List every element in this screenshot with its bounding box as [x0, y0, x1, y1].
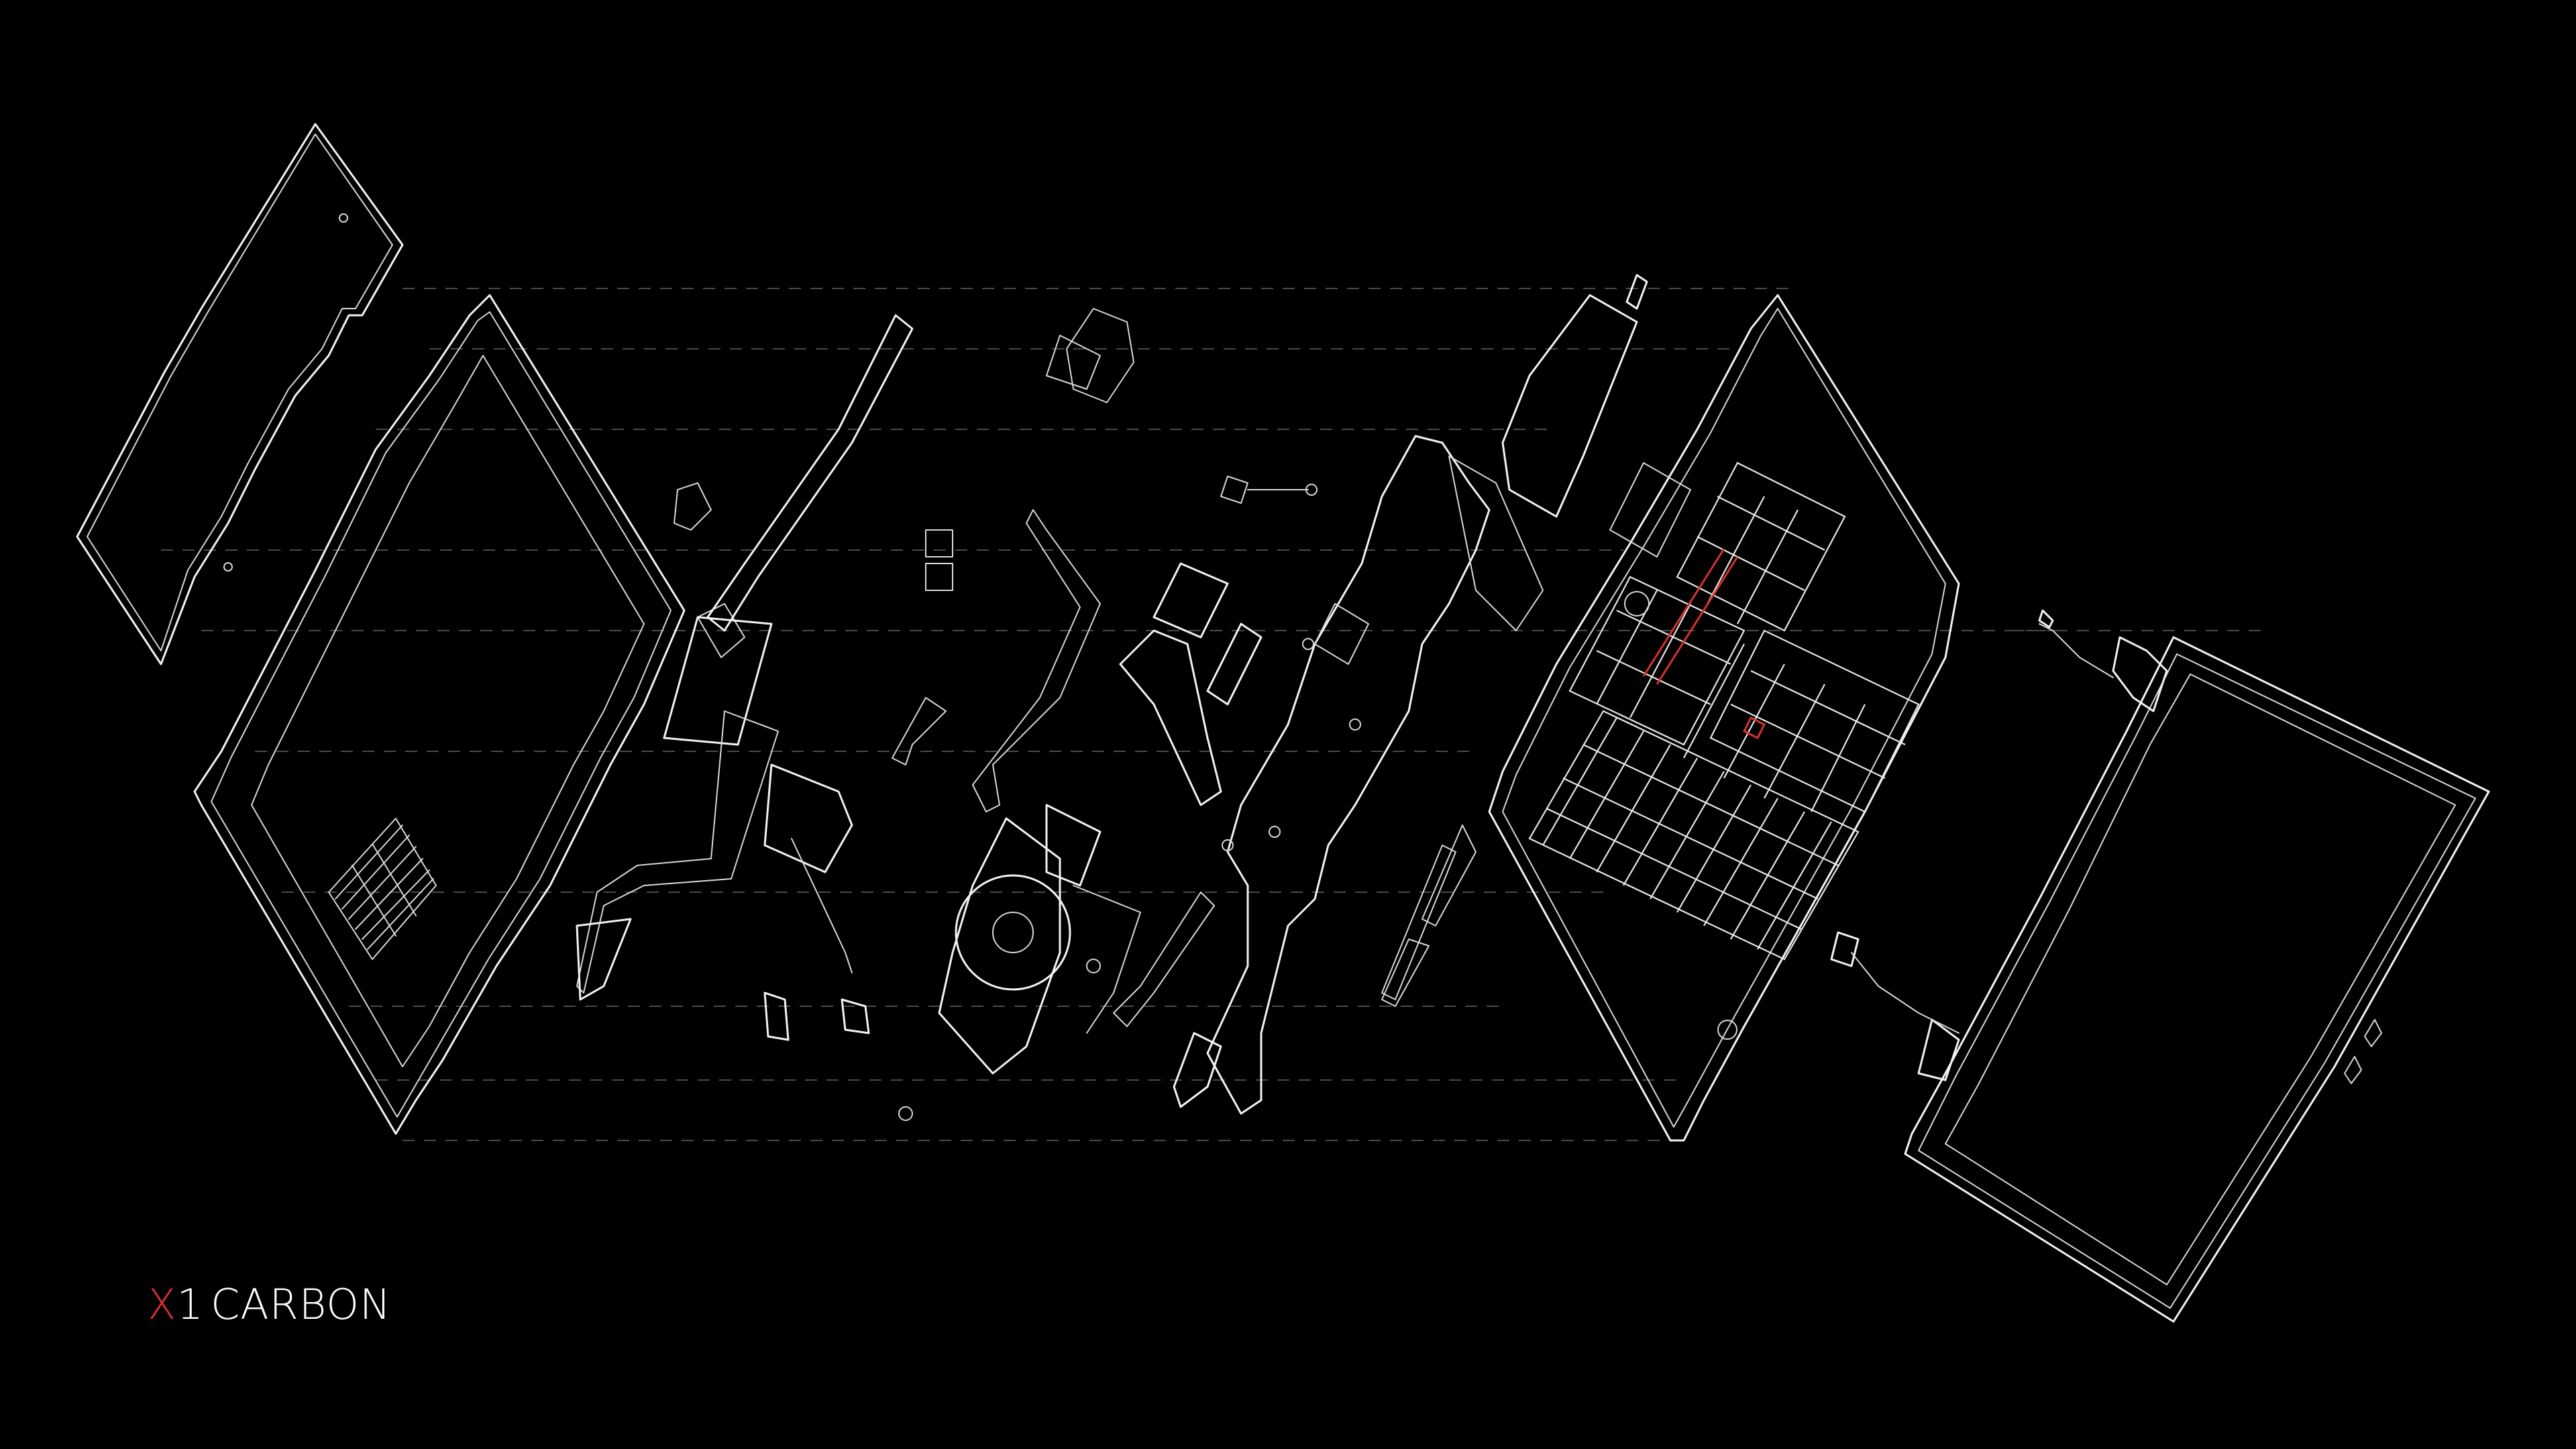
- ssd: [1119, 562, 1263, 806]
- brand-number: 1: [176, 1280, 204, 1329]
- keyboard-palmrest: [1488, 294, 1960, 1142]
- display-assembly: [1830, 609, 2490, 1323]
- motherboard: [1206, 435, 1544, 1115]
- cooling-heatpipe: [576, 314, 914, 1041]
- battery: [76, 123, 404, 665]
- trackpoint-buttons: [1642, 548, 1766, 740]
- vent-grille: [328, 818, 437, 960]
- small-components: [898, 476, 1456, 1121]
- touchpad: [1501, 294, 1638, 518]
- brand-wordmark: X 1 CARBON: [148, 1280, 391, 1334]
- fan: [938, 804, 1141, 1075]
- brand-model: CARBON: [210, 1280, 392, 1329]
- bottom-cover: [193, 294, 686, 1135]
- brackets: [674, 482, 745, 658]
- ribbon-cables: [892, 308, 1215, 1027]
- alignment-guides: [161, 288, 2267, 1141]
- brand-accent-letter: X: [148, 1280, 177, 1329]
- speaker: [1173, 274, 1648, 1108]
- keyboard-keys: [1528, 462, 1920, 961]
